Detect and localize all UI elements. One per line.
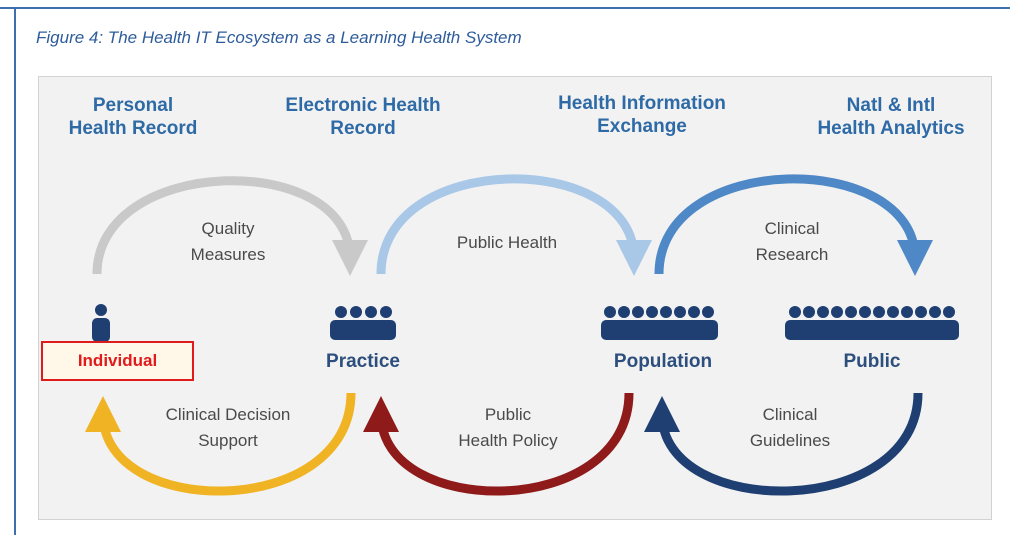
node-practice: Practice xyxy=(326,351,400,372)
arc-clinical-decision-support xyxy=(85,392,356,496)
arc-label-quality-measures: Quality Measures xyxy=(168,216,288,268)
arc-label-public-health-policy: Public Health Policy xyxy=(428,402,588,454)
frame-left-border xyxy=(14,9,16,535)
arc-label-line: Clinical xyxy=(764,219,820,238)
node-public: Public xyxy=(843,351,901,372)
diagram-panel xyxy=(38,76,992,520)
arc-public-health-policy xyxy=(363,392,634,496)
node-population: Population xyxy=(613,351,713,372)
arc-clinical-guidelines xyxy=(644,392,923,496)
arc-label-clinical-guidelines: Clinical Guidelines xyxy=(720,402,860,454)
label-personal-health-record: Personal Health Record xyxy=(58,94,208,140)
figure-caption: Figure 4: The Health IT Ecosystem as a L… xyxy=(36,28,522,47)
label-line: Health Analytics xyxy=(817,118,965,139)
individual-person-icon xyxy=(92,304,110,342)
arc-label-clinical-research: Clinical Research xyxy=(732,216,852,268)
label-health-analytics: Natl & Intl Health Analytics xyxy=(803,94,979,140)
arc-label-line: Research xyxy=(755,245,829,264)
label-line: Electronic Health xyxy=(285,95,441,116)
label-electronic-health-record: Electronic Health Record xyxy=(271,94,455,140)
arc-label-line: Public xyxy=(484,405,532,424)
frame-top-border xyxy=(0,7,1010,9)
label-line: Personal xyxy=(92,95,174,116)
label-line: Health Record xyxy=(68,118,198,139)
arc-public-health xyxy=(376,174,652,276)
arc-label-line: Support xyxy=(198,431,258,450)
label-health-information-exchange: Health Information Exchange xyxy=(535,92,749,138)
arc-label-line: Guidelines xyxy=(749,431,831,450)
arc-label-line: Clinical Decision xyxy=(165,405,291,424)
arc-label-public-health: Public Health xyxy=(428,230,586,256)
arc-label-line: Public Health xyxy=(456,233,558,252)
arc-quality-measures xyxy=(92,176,368,276)
public-people-icon xyxy=(785,306,959,340)
label-line: Exchange xyxy=(597,116,687,137)
arc-label-line: Health Policy xyxy=(458,431,558,450)
arc-label-line: Measures xyxy=(190,245,266,264)
arc-label-clinical-decision-support: Clinical Decision Support xyxy=(135,402,321,454)
practice-people-icon xyxy=(330,306,396,340)
arc-label-line: Clinical xyxy=(762,405,818,424)
label-line: Record xyxy=(330,118,396,139)
label-line: Natl & Intl xyxy=(846,95,936,116)
individual-highlight-box[interactable]: Individual xyxy=(41,341,194,381)
arc-clinical-research xyxy=(654,174,933,276)
arc-label-line: Quality xyxy=(201,219,255,238)
population-people-icon xyxy=(601,306,718,340)
label-line: Health Information xyxy=(558,93,726,114)
